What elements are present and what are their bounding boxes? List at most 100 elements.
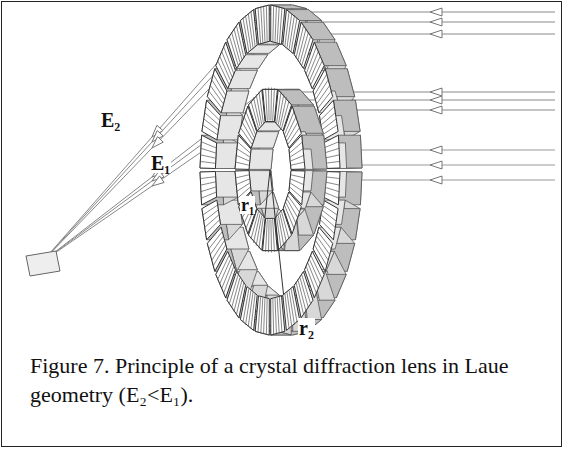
lattice-plane xyxy=(287,292,292,326)
lattice-plane xyxy=(324,155,339,158)
lattice-plane xyxy=(251,11,255,46)
lattice-plane xyxy=(246,291,251,325)
crystal-face xyxy=(271,296,285,335)
lattice-plane xyxy=(320,106,334,120)
lattice-plane xyxy=(324,142,339,148)
lattice-plane xyxy=(279,7,282,43)
crystal-face xyxy=(239,192,257,234)
lattice-plane xyxy=(291,175,305,178)
lattice-plane xyxy=(203,125,218,135)
lattice-plane xyxy=(203,119,218,130)
arrow-head xyxy=(430,146,442,154)
lattice-plane xyxy=(275,6,276,42)
lattice-plane xyxy=(272,5,274,41)
lattice-plane xyxy=(325,161,340,163)
lattice-plane xyxy=(261,298,263,334)
lattice-plane xyxy=(203,210,218,221)
lattice-plane xyxy=(291,179,305,185)
lattice-plane xyxy=(200,161,215,163)
lattice-plane xyxy=(287,13,292,47)
lattice-plane xyxy=(285,11,289,46)
lattice-plane xyxy=(279,297,282,333)
crystal-face xyxy=(289,135,305,169)
lattice-plane xyxy=(272,299,274,335)
lattice-plane xyxy=(275,298,276,334)
diffracted-ray xyxy=(42,22,262,262)
lattice-plane xyxy=(248,292,253,326)
lattice-plane xyxy=(235,162,249,165)
lattice-plane xyxy=(258,297,261,333)
lattice-plane xyxy=(243,18,249,51)
lattice-plane xyxy=(291,162,305,165)
lattice-plane xyxy=(236,155,250,161)
lattice-plane xyxy=(273,219,275,252)
lattice-plane xyxy=(201,148,216,153)
crystal-face xyxy=(255,296,269,335)
lattice-plane xyxy=(204,215,218,228)
lattice-plane xyxy=(236,148,250,157)
incoming-ray xyxy=(300,34,555,35)
lattice-plane xyxy=(235,175,249,178)
lattice-plane xyxy=(203,205,218,215)
lattice-plane xyxy=(323,205,338,215)
diffracted-ray xyxy=(42,110,262,262)
lattice-plane xyxy=(324,182,339,185)
lattice-plane xyxy=(201,142,216,148)
lattice-plane xyxy=(264,6,265,42)
arrow-head xyxy=(430,161,442,169)
lattice-plane xyxy=(273,88,275,121)
lattice-plane xyxy=(270,219,272,252)
lattice-plane xyxy=(205,220,219,234)
lattice-plane xyxy=(261,6,263,42)
crystal-face xyxy=(249,90,266,131)
lattice-plane xyxy=(200,155,215,158)
lattice-plane xyxy=(251,294,255,329)
lattice-plane xyxy=(290,183,304,192)
arrow-head xyxy=(430,8,442,16)
radius-label: r₂ xyxy=(298,318,315,338)
arrow-head xyxy=(430,176,442,184)
crystal-side xyxy=(249,149,273,169)
lattice-plane xyxy=(264,298,265,334)
lattice-plane xyxy=(291,289,297,322)
lattice-plane xyxy=(323,125,338,135)
diffracted-ray xyxy=(42,34,262,262)
incoming-ray xyxy=(300,12,555,13)
diffracted-ray xyxy=(42,92,262,262)
lattice-plane xyxy=(236,179,250,185)
lattice-plane xyxy=(285,294,289,329)
arrow-head xyxy=(430,18,442,26)
lattice-plane xyxy=(248,13,253,47)
lattice-plane xyxy=(258,7,261,43)
lattice-plane xyxy=(324,187,339,192)
lattice-plane xyxy=(322,210,337,221)
crystal-face xyxy=(200,135,217,168)
energy-label: E₂ xyxy=(100,110,121,130)
lattice-plane xyxy=(204,112,218,125)
lattice-plane xyxy=(324,148,339,153)
lattice-plane xyxy=(268,219,270,252)
diffracted-ray xyxy=(42,12,262,262)
lattice-plane xyxy=(277,298,279,334)
crystal-face xyxy=(275,209,292,250)
radius-line xyxy=(265,170,270,218)
lattice-plane xyxy=(266,299,268,335)
lattice-plane xyxy=(259,217,263,248)
arrow-head xyxy=(152,137,163,148)
lattice-plane xyxy=(266,219,268,252)
lattice-plane xyxy=(289,291,294,325)
lattice-plane xyxy=(277,92,281,123)
lattice-plane xyxy=(200,182,215,185)
lattice-plane xyxy=(321,112,335,125)
lattice-plane xyxy=(266,5,268,41)
lattice-plane xyxy=(259,92,263,123)
lattice-plane xyxy=(289,15,294,49)
lattice-plane xyxy=(236,183,250,192)
crystal-face xyxy=(200,172,217,205)
lattice-plane xyxy=(201,187,216,192)
lattice-plane xyxy=(277,6,279,42)
radius-line xyxy=(270,170,284,295)
arrow-head xyxy=(430,96,442,104)
lattice-plane xyxy=(290,142,303,153)
arrow-head xyxy=(430,106,442,114)
